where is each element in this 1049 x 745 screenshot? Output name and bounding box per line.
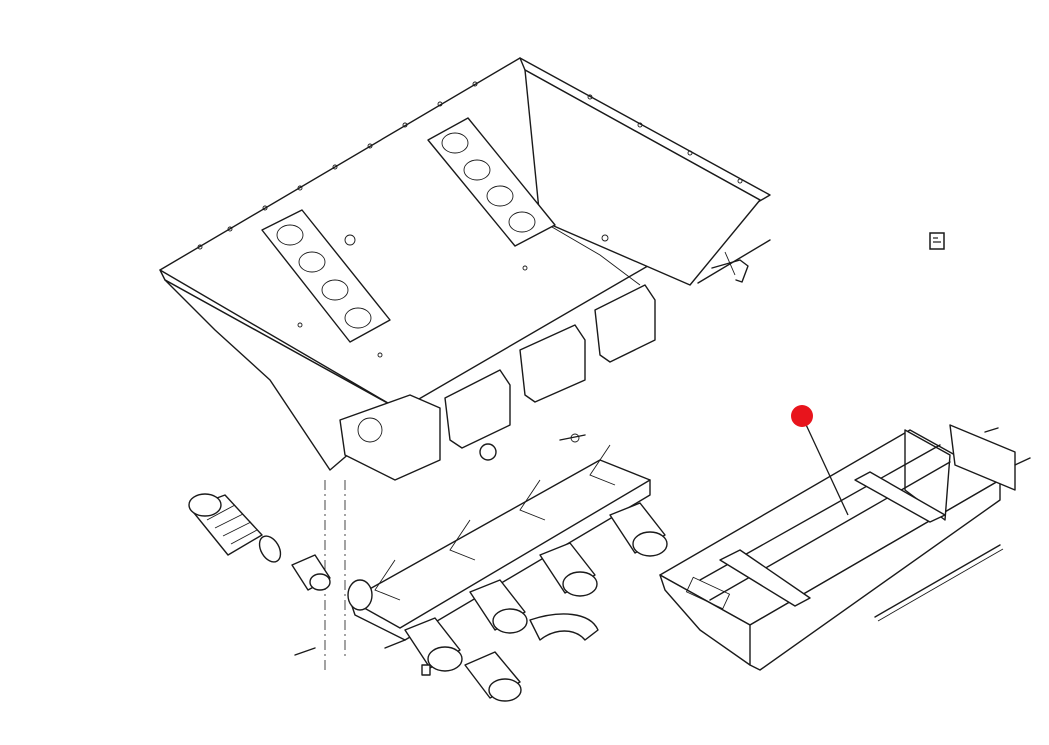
tray-assembly	[659, 424, 1031, 671]
bracket-clip	[697, 239, 771, 284]
hopper-assembly	[159, 57, 771, 670]
outlet-manifold	[347, 444, 668, 672]
document-icon	[929, 232, 945, 250]
callout-leader-line	[801, 415, 849, 516]
hose-and-fittings	[188, 433, 599, 702]
callout-marker[interactable]	[791, 405, 813, 427]
